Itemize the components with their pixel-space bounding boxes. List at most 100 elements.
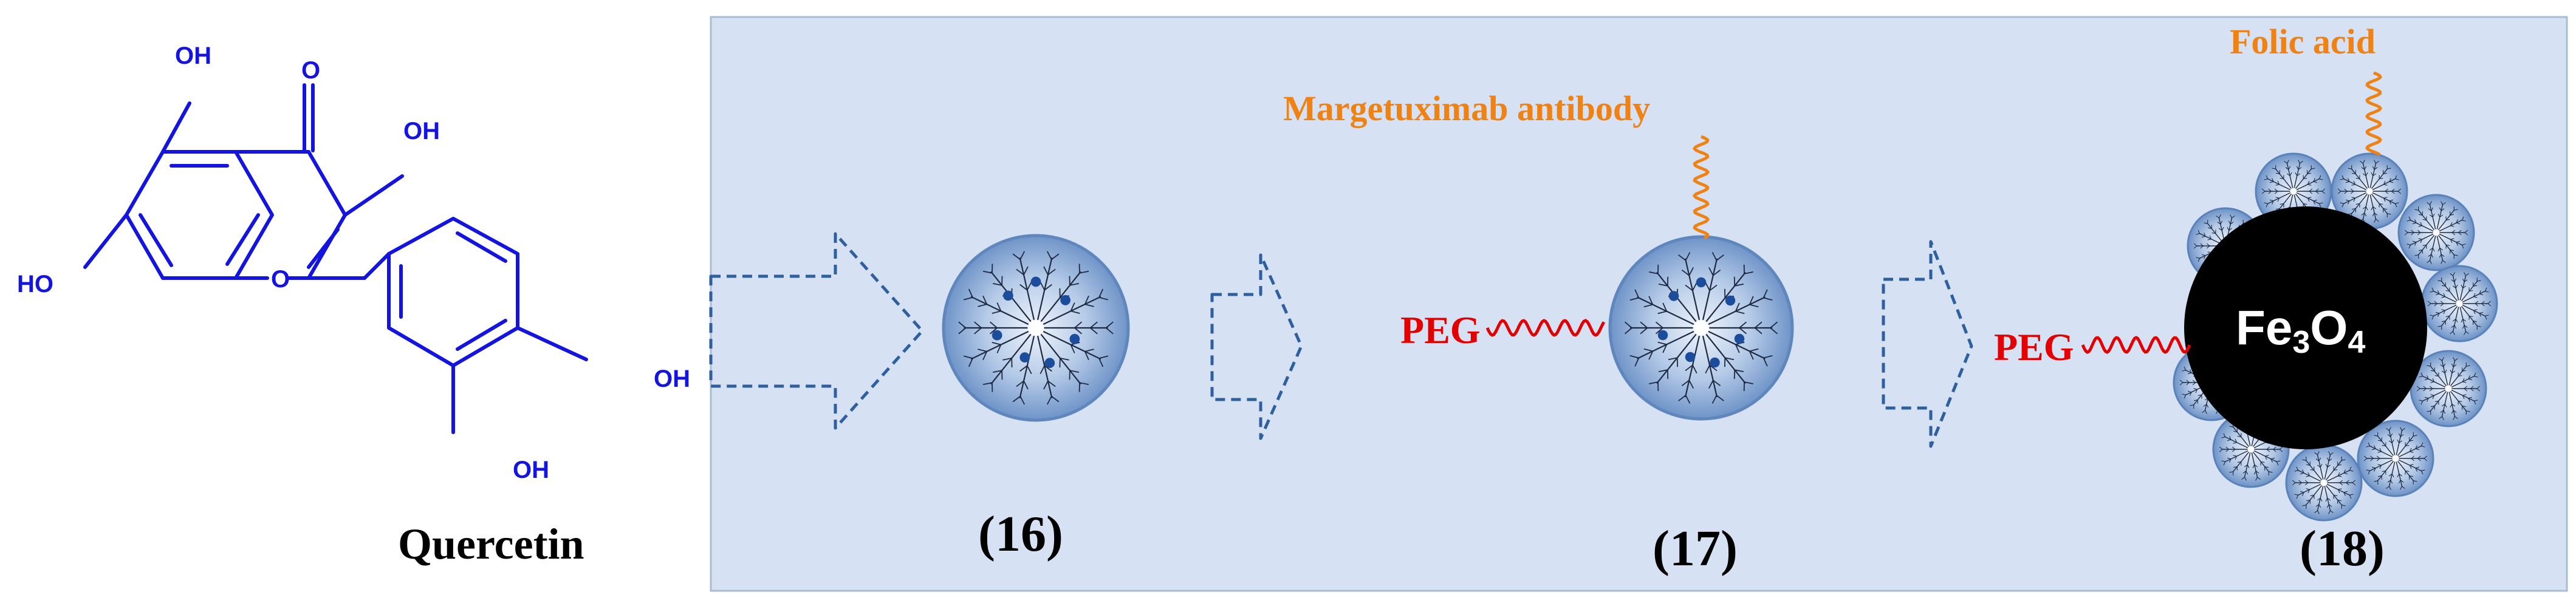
micelle-branch (958, 327, 967, 335)
micelle-branch (2454, 416, 2458, 420)
micelle-branch (2223, 461, 2226, 466)
micelle-branch (2464, 279, 2468, 282)
micelle-branch (2321, 188, 2326, 192)
micelle-branch (2428, 254, 2432, 257)
micelle-branch (2456, 240, 2461, 243)
micelle-branch (2302, 492, 2304, 496)
micelle-branch (2363, 160, 2365, 164)
micelle-branch (2325, 463, 2328, 468)
nanoparticle-16 (942, 234, 1130, 422)
micelle-branch (2348, 178, 2350, 182)
micelle-branch (2464, 331, 2466, 335)
micelle-branch (2434, 375, 2439, 377)
micelle-branch (2383, 197, 2388, 199)
micelle-branch (2306, 464, 2311, 466)
micelle-branch (2280, 203, 2284, 205)
micelle-branch (2337, 464, 2341, 466)
micelle-branch (1043, 381, 1049, 390)
fe3o4-label: Fe3O4 (2236, 301, 2366, 360)
micelle-branch (2378, 475, 2382, 477)
atom-ho-7: HO (17, 271, 53, 298)
micelle-branch (958, 321, 967, 328)
micelle-branch (1649, 381, 1659, 384)
micelle-branch (2468, 375, 2470, 379)
micelle-branch (2328, 510, 2331, 514)
micelle-branch (2368, 471, 2371, 475)
micelle-hub (1027, 319, 1044, 336)
micelle-branch (2442, 285, 2446, 287)
micelle-branch (2334, 469, 2338, 471)
micelle-branch (2344, 191, 2348, 194)
micelle-branch (2266, 449, 2270, 452)
micelle-branch (2221, 226, 2224, 231)
micelle-branch (2182, 393, 2186, 395)
micelle-branch (2371, 172, 2374, 176)
micelle-branch (2431, 207, 2434, 211)
micelle-branch (2451, 232, 2456, 236)
micelle-chain (1040, 271, 1081, 323)
micelle-branch (1012, 253, 1021, 260)
micelle-branch (2184, 395, 2187, 399)
micelle-branch (2420, 372, 2424, 376)
micelle-branch (2320, 498, 2323, 502)
micelle-branch (2412, 240, 2417, 243)
micelle-branch (2453, 331, 2455, 335)
micelle-branch (2462, 318, 2467, 322)
micelle-branch (1634, 289, 1640, 298)
micelle-branch (2473, 293, 2476, 297)
micelle-branch (1739, 327, 1747, 335)
micelle-branch (1685, 284, 1693, 291)
micelle-branch (2417, 232, 2421, 236)
micelle-branch (2232, 449, 2236, 452)
micelle-branch (2353, 180, 2356, 185)
micelle-branch (2440, 410, 2444, 413)
micelle-branch (2355, 203, 2360, 205)
micelle-branch (2303, 203, 2307, 205)
micelle-branch (1762, 358, 1768, 367)
micelle-branch (1105, 327, 1114, 335)
micelle-branch (1040, 281, 1046, 291)
micelle-branch (2220, 220, 2223, 225)
micelle-chain (1707, 330, 1766, 359)
micelle-branch (2287, 160, 2289, 164)
micelle-branch (2420, 222, 2423, 226)
micelle-branch (2432, 395, 2435, 400)
micelle-branch (2462, 370, 2466, 372)
micelle-branch (1019, 251, 1026, 260)
arrow-2 (1210, 253, 1303, 440)
micelle-branch (2269, 181, 2274, 183)
micelle-branch (2370, 455, 2374, 459)
micelle-branch (2462, 394, 2467, 396)
micelle-branch (2349, 466, 2352, 471)
micelle-branch (2439, 254, 2442, 258)
micelle-branch (1098, 358, 1104, 367)
micelle-branch (2315, 458, 2320, 461)
micelle-branch (2409, 465, 2412, 469)
micelle-branch (2372, 206, 2377, 209)
micelle-branch (2450, 214, 2454, 216)
drug-dot (1657, 330, 1668, 341)
micelle-branch (2450, 239, 2453, 243)
micelle-branch (2432, 248, 2435, 252)
micelle-branch (1763, 297, 1773, 301)
micelle-branch (2344, 188, 2348, 192)
micelle-branch (2439, 358, 2442, 361)
micelle-branch (1744, 381, 1753, 384)
micelle-branch (1023, 266, 1029, 275)
micelle-branch (2418, 238, 2422, 240)
micelle-branch (1649, 271, 1659, 274)
micelle-branch (2427, 202, 2430, 205)
micelle-branch (1754, 321, 1762, 328)
micelle-branch (2394, 175, 2397, 179)
micelle-branch (2187, 390, 2192, 393)
micelle-branch (2394, 203, 2397, 208)
micelle-branch (2206, 243, 2210, 247)
micelle-branch (2352, 172, 2356, 174)
micelle-branch (1060, 358, 1069, 361)
micelle-branch (2462, 278, 2465, 282)
drug-dot (1069, 333, 1080, 344)
micelle-branch (2265, 455, 2269, 457)
micelle-branch (2397, 474, 2400, 478)
micelle-branch (2379, 465, 2382, 469)
micelle-branch (2318, 504, 2321, 508)
